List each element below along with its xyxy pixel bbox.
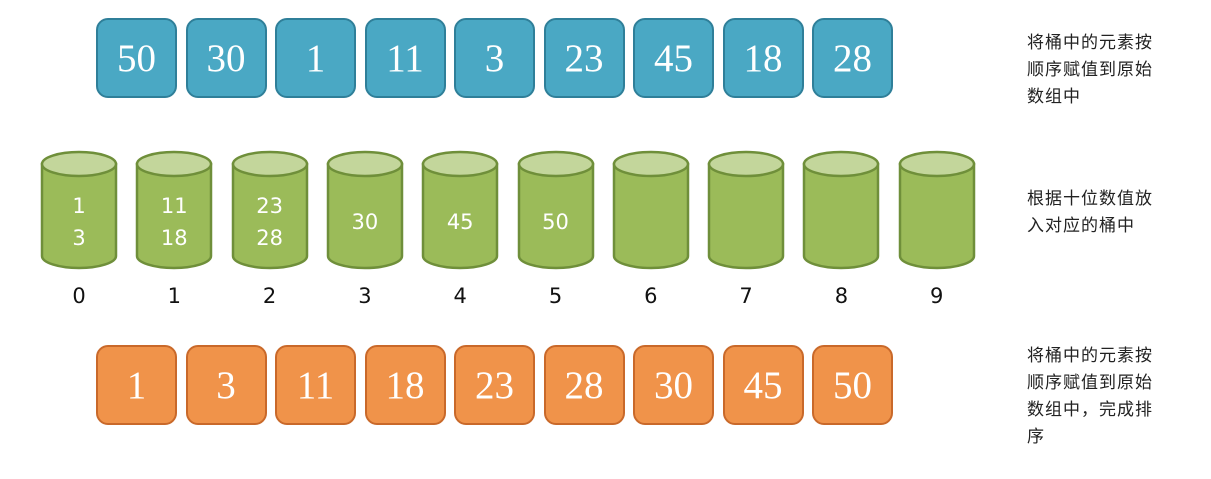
bucket-cylinder-icon [40, 150, 118, 270]
bucket-cylinder-icon [803, 150, 880, 270]
note-top: 将桶中的元素按 顺序赋值到原始 数组中 [1027, 30, 1187, 111]
bucket-index-label: 7 [739, 284, 753, 308]
array-element-box: 50 [96, 18, 177, 98]
bucket-value: 11 [160, 194, 188, 218]
bucket: 50 5 [517, 150, 595, 308]
bucket-value: 50 [542, 210, 569, 234]
bucket-value: 1 [72, 194, 86, 218]
bucket-cylinder-icon [136, 150, 213, 270]
bucket-contents [802, 182, 880, 262]
sorted-element-box: 50 [812, 345, 893, 425]
bucket-contents: 50 [517, 182, 595, 262]
bucket: 9 [898, 150, 976, 308]
bucket-cylinder-icon [898, 150, 975, 270]
bucket-index-label: 2 [262, 284, 277, 308]
bucket-cylinder-icon [707, 150, 785, 270]
bucket: 30 3 [326, 150, 404, 308]
note-middle: 根据十位数值放 入对应的桶中 [1027, 186, 1187, 240]
bucket-index-label: 9 [930, 284, 944, 308]
bucket-index-label: 3 [358, 284, 372, 308]
note-top-line: 数组中 [1027, 87, 1081, 107]
note-bottom-line: 数组中，完成排 [1027, 400, 1153, 420]
bucket-cylinder-icon [231, 150, 308, 270]
array-element-box: 45 [633, 18, 714, 98]
bucket-index-label: 0 [72, 284, 86, 308]
bucket: 8 [802, 150, 880, 308]
bucket-index-label: 4 [453, 284, 467, 308]
bucket-index-label: 6 [644, 284, 658, 308]
sorted-element-box: 23 [454, 345, 535, 425]
array-element-box: 3 [454, 18, 535, 98]
bucket-cylinder-icon [612, 150, 690, 270]
array-element-box: 11 [364, 18, 446, 98]
bucket-cylinder-icon [517, 150, 594, 270]
bucket: 6 [612, 150, 690, 308]
bucket-value: 3 [72, 226, 86, 250]
note-top-line: 将桶中的元素按 [1027, 33, 1153, 53]
bucket-value: 45 [446, 210, 474, 234]
array-element-box: 23 [543, 18, 625, 98]
sorted-element-box: 18 [364, 345, 446, 425]
bucket-value: 18 [160, 226, 188, 250]
bucket: 45 4 [421, 150, 499, 308]
bucket-index-label: 8 [834, 284, 849, 308]
bucket-value: 30 [351, 210, 379, 234]
array-element-box: 28 [812, 18, 893, 98]
note-bottom-line: 序 [1027, 427, 1045, 447]
array-element-box: 18 [722, 18, 804, 98]
sorted-element-box: 45 [722, 345, 804, 425]
note-middle-line: 根据十位数值放 [1027, 189, 1153, 209]
sorted-element-box: 30 [633, 345, 714, 425]
bucket-value: 28 [256, 226, 283, 250]
bucket-contents: 30 [326, 182, 404, 262]
bucket-contents [707, 182, 785, 262]
sorted-element-box: 1 [96, 345, 177, 425]
note-bottom-line: 将桶中的元素按 [1027, 346, 1153, 366]
bucket-index-label: 1 [167, 284, 181, 308]
bucket-contents: 45 [421, 182, 499, 262]
array-element-box: 30 [185, 18, 267, 98]
sorted-element-box: 28 [543, 345, 625, 425]
array-element-box: 1 [275, 18, 356, 98]
note-middle-line: 入对应的桶中 [1027, 216, 1135, 236]
bucket-cylinder-icon [326, 150, 404, 270]
bucket-cylinder-icon [421, 150, 499, 270]
bucket-value: 23 [256, 194, 283, 218]
note-bottom: 将桶中的元素按 顺序赋值到原始 数组中，完成排 序 [1027, 343, 1187, 451]
sorted-element-box: 11 [275, 345, 356, 425]
bucket-contents [898, 182, 976, 262]
note-top-line: 顺序赋值到原始 [1027, 60, 1153, 80]
bucket: 7 [707, 150, 785, 308]
note-bottom-line: 顺序赋值到原始 [1027, 373, 1153, 393]
bucket-index-label: 5 [548, 284, 563, 308]
sorted-element-box: 3 [185, 345, 267, 425]
bucket-contents [612, 182, 690, 262]
